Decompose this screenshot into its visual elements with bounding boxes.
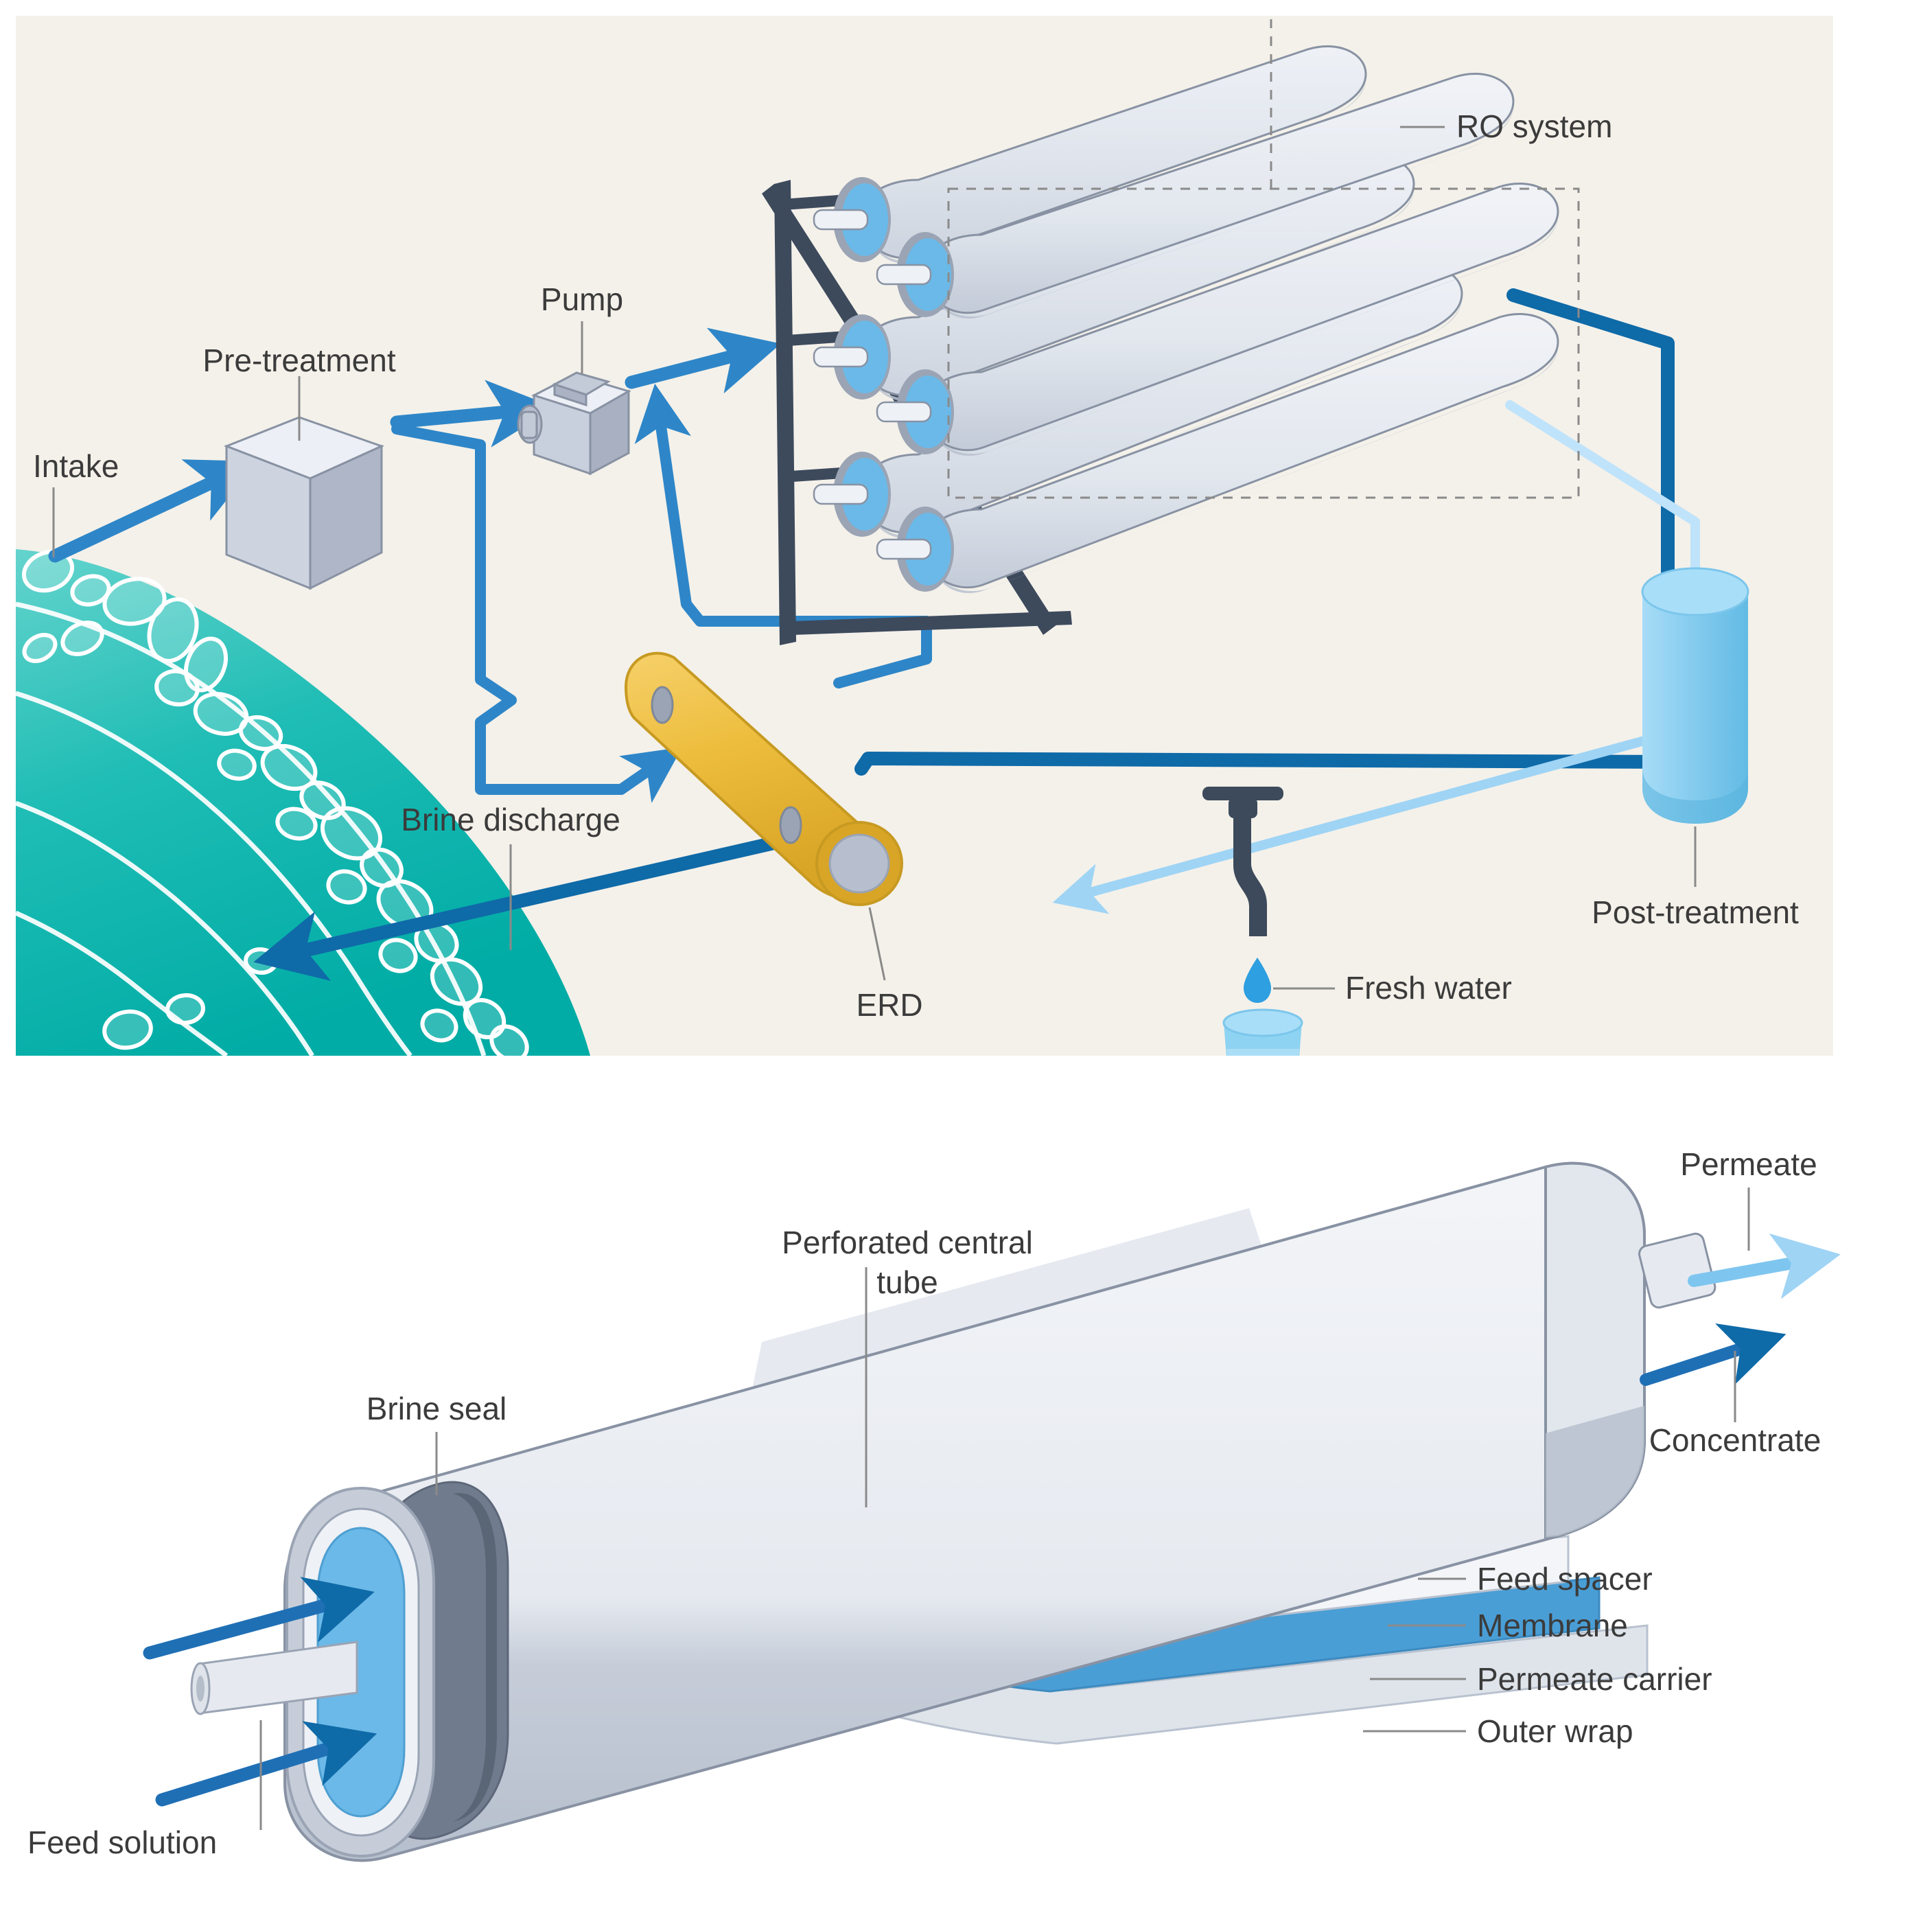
tank-top-ellipse (1641, 567, 1749, 616)
ocean-foam-bubbles (21, 549, 529, 1056)
label-permeate-carrier: Permeate carrier (1477, 1661, 1712, 1697)
label-feed-spacer: Feed spacer (1477, 1561, 1653, 1597)
panel-a-leader-lines (52, 126, 1697, 990)
pump-inlet-neck (520, 410, 538, 439)
glass-highlight (1226, 1049, 1299, 1056)
label-brine-seal: Brine seal (366, 1391, 507, 1426)
panel-a-plant-flow: Intake Pump RO system Post-treatment Fre… (16, 16, 1833, 1056)
pump-unit (517, 371, 631, 476)
faucet-spout (1233, 813, 1267, 936)
erd-vessel (624, 651, 903, 906)
vessel-end-caps (813, 177, 954, 592)
ro-system-dashed-box (947, 187, 1580, 499)
flow-erd-inlet-arrow (616, 747, 683, 803)
rack-foot (791, 611, 1072, 635)
pre-treatment-box (223, 416, 385, 590)
label-ro-system: RO system (1456, 108, 1612, 144)
erd-end-cap-face (828, 833, 890, 894)
erd-port-upper (651, 686, 674, 724)
element-outer-shell (143, 1161, 1716, 1862)
faucet-assembly (1202, 787, 1303, 1056)
permeate-port-nozzle (1638, 1232, 1716, 1309)
label-intake: Intake (33, 448, 119, 484)
panel-b-membrane-element: Brine seal Perforated central tube Perme… (0, 1085, 1932, 1922)
flow-pump-to-ro (625, 327, 781, 394)
water-glass (1222, 1008, 1303, 1056)
flow-brine-discharge (253, 827, 820, 982)
faucet-valve-stem (1229, 798, 1257, 818)
central-tube-stub-feed-end (190, 1641, 358, 1715)
element-feed-end-cap (143, 1486, 435, 1858)
ro-system-rack (762, 19, 1580, 645)
pressure-vessel-2 (859, 155, 1415, 402)
pressure-vessel-6 (922, 313, 1559, 594)
pressure-vessel-3 (859, 265, 1463, 539)
label-perforated-central-tube-line1: Perforated central (782, 1225, 1033, 1260)
brine-seal-inner-shade (453, 1493, 497, 1822)
concentrate-outlet-arrow (1640, 1323, 1786, 1386)
pump-motor-front (553, 382, 587, 407)
label-permeate: Permeate (1680, 1146, 1817, 1182)
ocean-illustration (16, 549, 590, 1056)
label-brine-discharge: Brine discharge (401, 802, 620, 837)
pump-right-face (589, 389, 630, 476)
label-post-treatment: Post-treatment (1592, 894, 1799, 930)
label-fresh-water: Fresh water (1345, 970, 1512, 1006)
flow-intake-to-pretreatment (48, 459, 257, 563)
end-cap-column-back (813, 177, 891, 537)
rear-cap-shadow (1546, 1406, 1644, 1538)
erd-port-lower (779, 806, 802, 844)
water-droplet (1244, 958, 1271, 1003)
panel-b-leader-lines (259, 1188, 1750, 1830)
end-cap-column-front (876, 232, 954, 592)
pressure-vessel-5 (922, 183, 1559, 456)
flow-pretreatment-to-pump (390, 380, 556, 448)
permeate-outlet-arrow (1688, 1233, 1841, 1299)
rack-frame-left-post (774, 180, 796, 645)
pressure-vessel-4 (922, 73, 1515, 319)
label-perforated-central-tube-line2: tube (876, 1264, 938, 1300)
label-outer-wrap: Outer wrap (1477, 1713, 1633, 1749)
panel-a-labels: Intake Pump RO system Post-treatment Fre… (33, 108, 1799, 1023)
tank-bottom-shade (1642, 767, 1748, 824)
feed-solution-arrow-upper (143, 1577, 375, 1660)
label-concentrate: Concentrate (1649, 1422, 1822, 1458)
post-treatment-tank (1641, 567, 1749, 824)
label-pump: Pump (541, 281, 623, 317)
pretreatment-right-face (309, 444, 383, 590)
label-membrane: Membrane (1477, 1608, 1628, 1643)
leader-erd (868, 907, 886, 981)
flow-pretreatment-to-erd (391, 424, 627, 795)
glass-rim (1222, 1008, 1303, 1037)
label-feed-solution: Feed solution (27, 1825, 217, 1860)
panel-b-labels: Brine seal Perforated central tube Perme… (27, 1146, 1821, 1860)
pressure-vessel-group (859, 45, 1559, 594)
flow-tank-to-faucet (1052, 723, 1697, 914)
label-erd: ERD (856, 987, 922, 1023)
pressure-vessel-1 (859, 45, 1367, 264)
faucet-handle (1202, 787, 1283, 800)
tank-body (1642, 592, 1748, 824)
feed-solution-arrow-lower (155, 1721, 377, 1807)
element-permeate-end-cap (1544, 1161, 1716, 1540)
